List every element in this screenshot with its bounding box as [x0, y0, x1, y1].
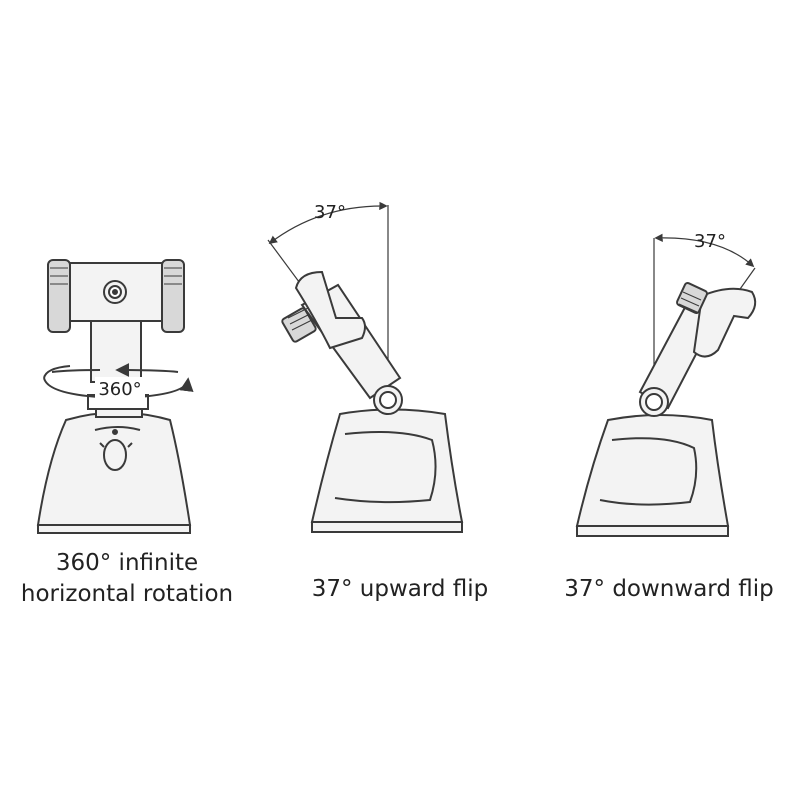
base-unit: [575, 414, 730, 537]
phone-clamp: [676, 282, 757, 358]
rotation-caption: 360° infinite horizontal rotation: [0, 548, 254, 610]
base-unit: [310, 408, 464, 533]
downward-caption-line-1: 37° downward flip: [564, 576, 774, 602]
downward-caption: 37° downward flip: [540, 574, 798, 605]
downward-degree-label: 37°: [694, 231, 726, 252]
phone-clamp: [281, 270, 366, 350]
rotation-caption-line-2: horizontal rotation: [20, 581, 234, 607]
rotation-caption-line-1: 360° infinite: [55, 550, 199, 576]
upward-caption-line-1: 37° upward flip: [311, 576, 489, 602]
downward-figure: [575, 233, 757, 537]
upward-figure: [267, 201, 464, 533]
base-unit: [36, 411, 192, 534]
upward-degree-label: 37°: [314, 202, 346, 223]
phone-clamp: [47, 259, 185, 333]
rotation-degree-label: 360°: [95, 377, 145, 403]
upward-caption: 37° upward flip: [290, 574, 510, 605]
power-button-icon: [103, 439, 127, 471]
